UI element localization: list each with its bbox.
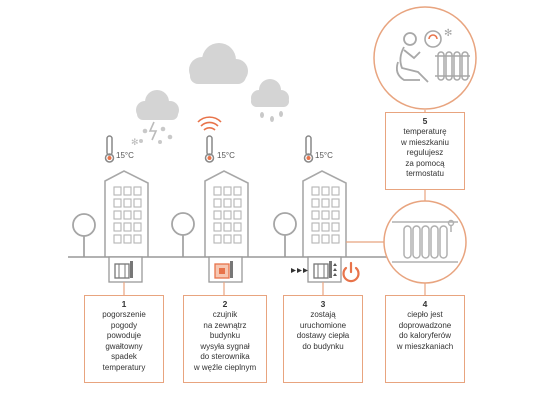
building-1-window (133, 222, 142, 232)
building-2-window (213, 210, 222, 220)
cloud-icon (189, 43, 248, 84)
building-3-window (331, 222, 340, 232)
building-2-window (233, 198, 242, 208)
building-3-window (331, 234, 340, 244)
building-1-window (113, 234, 122, 244)
building-3-window (331, 210, 340, 220)
building-3-window (311, 222, 320, 232)
step-5-number: 5 (422, 116, 428, 126)
building-3-window (311, 210, 320, 220)
building-2-window (223, 210, 232, 220)
building-2-window (223, 198, 232, 208)
temperature-label-1: 15°C (116, 151, 134, 160)
building-3-window (331, 186, 340, 196)
building-3-window (321, 198, 330, 208)
building-1-window (133, 198, 142, 208)
thermometer-icon (204, 135, 215, 163)
building-1-window (133, 210, 142, 220)
tree-icon (273, 212, 297, 257)
building-1-window (123, 198, 132, 208)
step-2-text: czujnik na zewnątrz budynku wysyła sygna… (193, 310, 257, 372)
building-2-window (233, 210, 242, 220)
building-3-window (311, 186, 320, 196)
step-1-text: pogorszenie pogody powoduje gwałtowny sp… (102, 310, 146, 372)
step-1-box: 1 pogorszenie pogody powoduje gwałtowny … (84, 295, 164, 383)
tree-icon (72, 213, 96, 257)
tree-icon (171, 212, 195, 257)
heat-node-1 (108, 256, 143, 283)
step-3-text: zostają uruchomione dostawy ciepła do bu… (296, 310, 350, 351)
building-3-window (321, 186, 330, 196)
building-2-window (213, 222, 222, 232)
heat-node-2 (208, 256, 243, 283)
snow-cloud-icon: ✻ (131, 90, 179, 148)
temperature-label-3: 15°C (315, 151, 333, 160)
building-3-window (331, 198, 340, 208)
building-3-window (311, 234, 320, 244)
building-2-window (233, 186, 242, 196)
building-2-window (223, 186, 232, 196)
building-3-window (321, 234, 330, 244)
building-2 (204, 170, 249, 257)
building-1-window (133, 234, 142, 244)
step-2-number: 2 (222, 299, 228, 309)
building-1-window (113, 210, 122, 220)
temperature-label-2: 15°C (217, 151, 235, 160)
step-4-text: ciepło jest doprowadzone do kaloryferów … (396, 310, 454, 351)
building-2-window (213, 234, 222, 244)
building-3-window (321, 222, 330, 232)
building-2-window (233, 234, 242, 244)
building-1-window (113, 186, 122, 196)
building-1-window (123, 222, 132, 232)
signal-waves-icon (197, 116, 222, 131)
step-3-number: 3 (320, 299, 326, 309)
building-3-window (321, 210, 330, 220)
radiator-circle (383, 200, 467, 284)
person-circle: ✻ (373, 6, 477, 110)
radiator-icon (392, 219, 458, 263)
rain-cloud-icon (251, 79, 289, 122)
step-4-box: 4 ciepło jest doprowadzone do kaloryferó… (385, 295, 465, 383)
building-2-window (223, 222, 232, 232)
building-2-window (213, 186, 222, 196)
step-3-box: 3 zostają uruchomione dostawy ciepła do … (283, 295, 363, 383)
thermometer-icon (303, 135, 314, 163)
building-2-window (233, 222, 242, 232)
svg-text:✻: ✻ (131, 138, 139, 148)
building-3-window (311, 198, 320, 208)
svg-text:✻: ✻ (444, 28, 452, 39)
building-1-window (113, 198, 122, 208)
thermometer-icon (104, 135, 115, 163)
step-4-number: 4 (422, 299, 428, 309)
heat-node-3 (307, 256, 342, 283)
step-5-box: 5 temperaturę w mieszkaniu regulujesz za… (385, 112, 465, 190)
building-1-window (123, 186, 132, 196)
building-1-window (113, 222, 122, 232)
building-1-window (123, 210, 132, 220)
building-1-window (133, 186, 142, 196)
flow-arrows-icon (291, 268, 308, 273)
thermostat-icon (424, 30, 442, 48)
building-2-window (213, 198, 222, 208)
step-5-text: temperaturę w mieszkaniu regulujesz za p… (400, 127, 449, 179)
building-1-window (123, 234, 132, 244)
person-relaxing-icon (395, 32, 429, 83)
building-1 (104, 170, 149, 257)
power-icon (342, 261, 360, 283)
radiator-icon (435, 51, 470, 81)
step-2-box: 2 czujnik na zewnątrz budynku wysyła syg… (183, 295, 267, 383)
step-1-number: 1 (121, 299, 127, 309)
building-2-window (223, 234, 232, 244)
